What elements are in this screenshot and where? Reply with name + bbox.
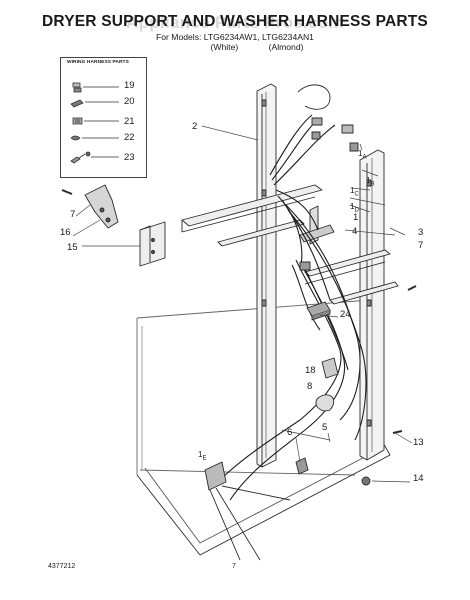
callout-7-right: 7	[418, 240, 424, 251]
callout-1b: 1B	[366, 176, 374, 190]
callout-18: 18	[305, 365, 316, 376]
connector-bundle-mid	[299, 261, 311, 271]
wiring-harness-legend: WIRING HARNESS PARTS 19 20 21 22 23	[60, 57, 147, 178]
wire-harness-bundle	[219, 114, 367, 501]
callout-1c-num: 1	[350, 186, 355, 195]
callout-1d-sub: D	[354, 207, 359, 214]
callout-1d: 1D	[350, 202, 359, 216]
callout-3: 3	[418, 227, 424, 238]
model-info: For Models: LTG6234AW1, LTG6234AN1 (Whit…	[0, 32, 470, 52]
connector-1a	[311, 117, 323, 126]
callout-1c-sub: C	[354, 191, 359, 198]
callout-15: 15	[67, 242, 78, 253]
left-vertical-support	[256, 83, 277, 468]
splice-23-icon	[70, 156, 81, 164]
legend-item-20: 20	[124, 96, 135, 107]
legend-item-22: 22	[124, 132, 135, 143]
models-line: For Models: LTG6234AW1, LTG6234AN1	[156, 32, 314, 42]
callout-1a: 1A	[358, 149, 366, 163]
connector-1b	[341, 124, 354, 134]
document-number: 4377212	[48, 563, 76, 570]
callout-5: 5	[322, 422, 328, 433]
connector-1c	[349, 142, 359, 152]
callout-4: 4	[352, 226, 358, 237]
legend-title: WIRING HARNESS PARTS	[67, 60, 129, 65]
top-wire-loop	[297, 84, 331, 110]
callout-8: 8	[307, 381, 313, 392]
callout-6: 6	[287, 427, 293, 438]
mounting-bracket-15	[139, 221, 166, 267]
tie-22-icon	[70, 135, 81, 141]
screw-7-left	[61, 189, 73, 195]
callout-7-left: 7	[70, 209, 76, 220]
component-8	[315, 394, 335, 412]
callout-1b-num: 1	[366, 176, 371, 185]
terminal-21-icon	[72, 117, 83, 125]
legend-item-23: 23	[124, 152, 135, 163]
grommet-14	[361, 476, 371, 486]
callout-1e-sub: E	[202, 455, 207, 462]
callout-16: 16	[60, 227, 71, 238]
connector-19-icon	[72, 82, 81, 88]
legend-item-19: 19	[124, 80, 135, 91]
clip-20-icon	[70, 99, 84, 108]
page-number: 7	[232, 563, 236, 570]
callout-1a-sub: A	[362, 154, 367, 161]
callout-1a-num: 1	[358, 149, 363, 158]
callout-1e-num: 1	[198, 450, 203, 459]
connector-6	[295, 457, 309, 475]
color-white: (White)	[210, 42, 239, 52]
callout-1d-num: 1	[350, 202, 355, 211]
callout-1b-sub: B	[370, 181, 375, 188]
callout-13: 13	[413, 437, 424, 448]
legend-item-21: 21	[124, 116, 135, 127]
hinge-bracket-16	[84, 184, 119, 229]
connector-1e	[204, 461, 291, 561]
component-18	[321, 357, 339, 379]
legend-parts-art	[70, 82, 119, 164]
callout-14: 14	[413, 473, 424, 484]
callout-1e: 1E	[198, 450, 206, 464]
callout-24: 24	[340, 309, 351, 320]
color-variants: (White) (Almond)	[0, 42, 470, 52]
screw-13	[392, 430, 403, 434]
callout-1c: 1C	[350, 186, 359, 200]
screw-7-right	[407, 285, 417, 291]
callout-2: 2	[192, 121, 198, 132]
leader-lines	[72, 125, 413, 483]
lower-cross-brace	[304, 249, 399, 305]
cabinet-outline	[136, 299, 371, 476]
page-title: DRYER SUPPORT AND WASHER HARNESS PARTS	[42, 13, 428, 30]
color-almond: (Almond)	[268, 42, 304, 52]
callout-1: 1	[353, 212, 359, 223]
